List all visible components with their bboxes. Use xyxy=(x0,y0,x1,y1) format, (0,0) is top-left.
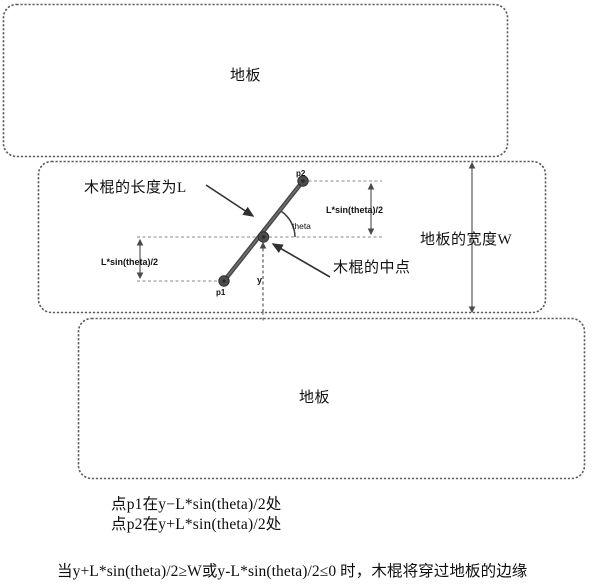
label-y-distance: y xyxy=(257,275,263,285)
label-lower-half-projection: L*sin(theta)/2 xyxy=(101,257,159,267)
floor-label-bottom: 地板 xyxy=(299,390,331,406)
annotation-stick-midpoint: 木棍的中点 xyxy=(333,260,411,276)
label-theta-angle: theta xyxy=(292,221,311,231)
caption-p2-position: 点p2在y+L*sin(theta)/2处 xyxy=(111,516,282,533)
angle-arc-theta xyxy=(281,210,296,238)
stick-endpoint-p1-core xyxy=(222,279,226,283)
floor-label-top: 地板 xyxy=(230,68,262,84)
label-upper-half-projection: L*sin(theta)/2 xyxy=(326,205,384,215)
label-point-p2: p2 xyxy=(296,169,306,178)
annotation-board-width: 地板的宽度W xyxy=(420,232,513,248)
stick-highlight xyxy=(223,180,304,282)
leader-arrow-stick-length xyxy=(205,184,255,217)
annotation-stick-length: 木棍的长度为L xyxy=(84,180,187,196)
caption-p1-position: 点p1在y−L*sin(theta)/2处 xyxy=(111,496,282,513)
stick-midpoint-core xyxy=(261,235,266,239)
leader-arrow-stick-midpoint xyxy=(271,243,331,278)
label-point-p1: p1 xyxy=(216,288,226,297)
floor-board-bottom xyxy=(77,317,586,480)
floor-board-top xyxy=(2,3,509,158)
stick-endpoint-p2-core xyxy=(301,179,305,183)
caption-crossing-condition: 当y+L*sin(theta)/2≥W或y-L*sin(theta)/2≤0 时… xyxy=(57,563,528,580)
